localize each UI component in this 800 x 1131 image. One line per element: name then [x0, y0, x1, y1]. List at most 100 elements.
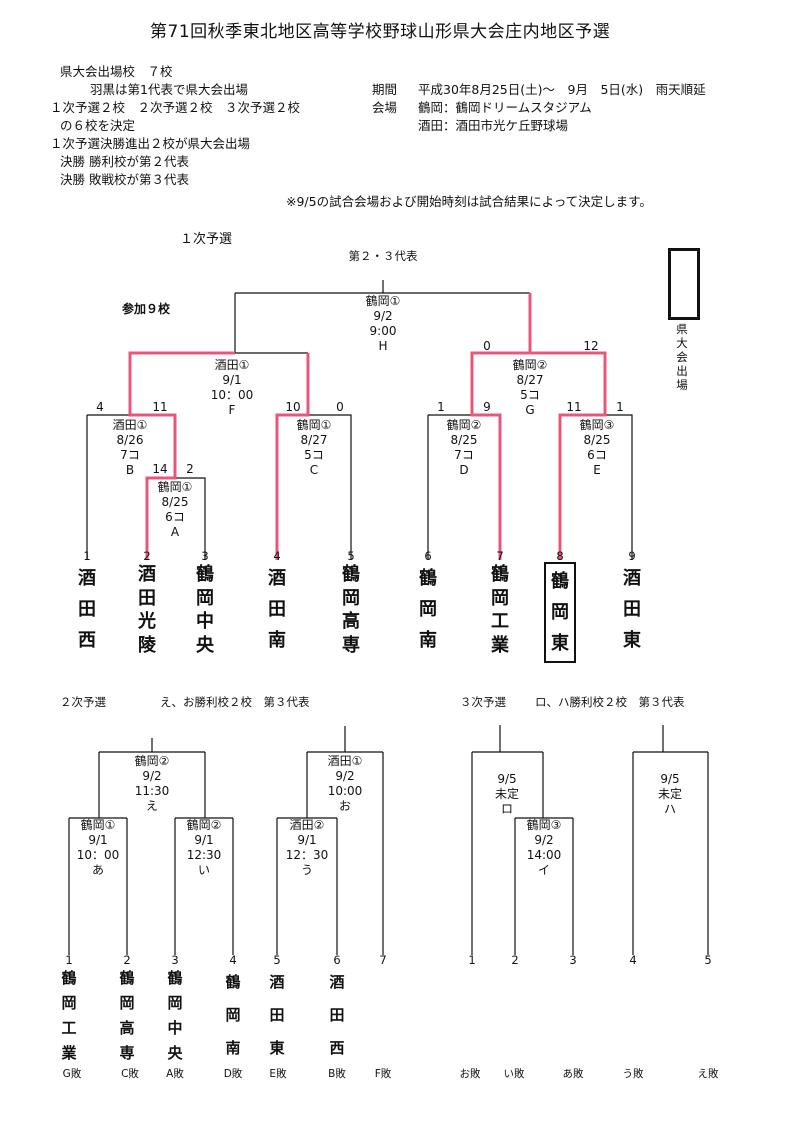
team2-tsuruoka-minami: 鶴岡南 — [225, 973, 241, 1057]
score-f-left: 4 — [96, 400, 104, 414]
seed-2: 2 — [143, 549, 151, 563]
team-sakata-nishi: 酒田西 — [78, 568, 96, 651]
team-sakata-minami: 酒田南 — [268, 568, 286, 651]
seed2-6: 6 — [333, 953, 341, 967]
note: ※9/5の試合会場および開始時刻は試合結果によって決定します。 — [286, 194, 652, 209]
team-tsuruoka-higashi: 鶴岡東 — [544, 562, 576, 663]
info-loser: 決勝 敗戦校が第３代表 — [60, 172, 189, 187]
team2-sakata-nishi: 酒田西 — [329, 973, 345, 1057]
sub2-7: F敗 — [374, 1068, 392, 1080]
team-sakata-koryo: 酒田光陵 — [138, 564, 156, 656]
seed3-4: 4 — [629, 953, 637, 967]
sub3-2: い敗 — [503, 1068, 525, 1080]
sub3-4: う敗 — [622, 1068, 644, 1080]
score-e-right: 1 — [616, 400, 624, 414]
team2-tsuruoka-kosen: 鶴岡高専 — [119, 969, 135, 1062]
info-winner: 決勝 勝利校が第２代表 — [60, 154, 189, 169]
info-haguro: 羽黒は第1代表で県大会出場 — [90, 82, 248, 97]
first-final-label: 第２・３代表 — [348, 249, 418, 263]
score-f-right: 11 — [152, 400, 168, 414]
score-c-right: 0 — [336, 400, 344, 414]
team-tsuruoka-kosen: 鶴岡高専 — [342, 564, 360, 656]
third-desc: ロ、ハ勝利校２校 第３代表 — [535, 695, 685, 709]
sub2-3: A敗 — [166, 1068, 184, 1080]
team-sakata-higashi: 酒田東 — [623, 568, 641, 651]
score-c-left: 10 — [285, 400, 301, 414]
venue-tsuruoka: 鶴岡：鶴岡ドリームスタジアム — [418, 100, 592, 115]
sub3-3: あ敗 — [562, 1068, 584, 1080]
team2-tsuruoka-kogyo: 鶴岡工業 — [61, 969, 77, 1062]
seed3-3: 3 — [569, 953, 577, 967]
qualify-label: 県大会出場 — [676, 322, 688, 392]
seed3-5: 5 — [704, 953, 712, 967]
info-six: の６校を決定 — [60, 118, 136, 133]
seed-9: 9 — [628, 549, 636, 563]
second-desc: え、お勝利校２校 第３代表 — [160, 695, 310, 709]
seed-7: 7 — [496, 549, 504, 563]
team-tsuruoka-chuo: 鶴岡中央 — [196, 564, 214, 656]
first-heading: １次予選 — [180, 232, 233, 247]
qualify-box — [668, 248, 700, 320]
seed2-7: 7 — [379, 953, 387, 967]
score-d-left: 1 — [437, 400, 445, 414]
team-tsuruoka-kogyo: 鶴岡工業 — [491, 564, 509, 656]
period-value: 平成30年8月25日(土)～ 9月 5日(水) 雨天順延 — [418, 82, 706, 97]
score-a-left: 14 — [152, 462, 168, 476]
seed2-2: 2 — [123, 953, 131, 967]
seed2-1: 1 — [65, 953, 73, 967]
team2-tsuruoka-chuo: 鶴岡中央 — [167, 969, 183, 1062]
sub2-5: E敗 — [269, 1068, 287, 1080]
info-first-final: １次予選決勝進出２校が県大会出場 — [50, 136, 251, 151]
seed-5: 5 — [347, 549, 355, 563]
period-label: 期間 — [372, 82, 398, 97]
score-g-right: 12 — [583, 339, 599, 353]
info-decision: １次予選２校 ２次予選２校 ３次予選２校 — [50, 100, 301, 115]
score-e-left: 11 — [566, 400, 582, 414]
third-heading: ３次予選 — [460, 695, 506, 709]
participants: 参加９校 — [122, 302, 171, 316]
team-tsuruoka-minami: 鶴岡南 — [419, 568, 437, 651]
sub2-6: B敗 — [328, 1068, 346, 1080]
second-heading: ２次予選 — [60, 695, 106, 709]
score-a-right: 2 — [186, 462, 194, 476]
score-d-right: 9 — [483, 400, 491, 414]
sub2-4: D敗 — [223, 1068, 243, 1080]
seed-4: 4 — [273, 549, 281, 563]
venue-sakata: 酒田：酒田市光ケ丘野球場 — [418, 118, 569, 133]
sub3-5: え敗 — [697, 1068, 719, 1080]
seed-3: 3 — [201, 549, 209, 563]
venue-label: 会場 — [372, 100, 398, 115]
sub3-1: お敗 — [459, 1068, 481, 1080]
seed2-5: 5 — [273, 953, 281, 967]
seed-6: 6 — [424, 549, 432, 563]
seed3-2: 2 — [511, 953, 519, 967]
seed3-1: 1 — [468, 953, 476, 967]
seed2-3: 3 — [171, 953, 179, 967]
info-qualifiers: 県大会出場校 ７校 — [60, 64, 173, 79]
team2-sakata-higashi: 酒田東 — [269, 973, 285, 1057]
seed-8: 8 — [556, 549, 564, 563]
page-title: 第71回秋季東北地区高等学校野球山形県大会庄内地区予選 — [150, 22, 611, 42]
score-g-left: 0 — [483, 339, 491, 353]
seed-1: 1 — [83, 549, 91, 563]
seed2-4: 4 — [229, 953, 237, 967]
sub2-1: G敗 — [62, 1068, 82, 1080]
sub2-2: C敗 — [121, 1068, 139, 1080]
